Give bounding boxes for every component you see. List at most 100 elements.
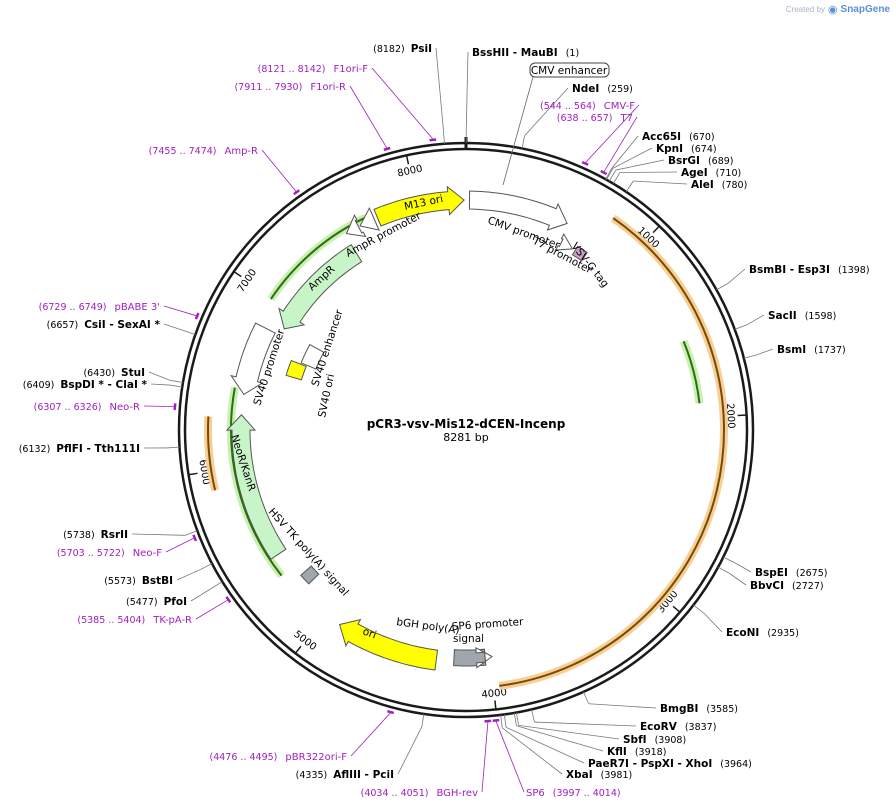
cmv-enhancer-leader [502, 76, 534, 186]
site-tick [743, 354, 757, 359]
site-tick [608, 169, 617, 182]
site-pos: (3918) [635, 747, 667, 758]
site-pos: (1) [566, 48, 579, 59]
primer-mark [581, 160, 589, 166]
primer-name: Amp-R [225, 146, 259, 157]
site-name: PfoI [164, 596, 187, 608]
snapgene-logo-icon: ◉ [827, 4, 838, 16]
site-name: NdeI [572, 83, 599, 95]
site-name: BspDI * - ClaI * [60, 379, 147, 391]
site-tick [716, 283, 729, 291]
primer-leader [603, 116, 638, 172]
site-leader [746, 314, 765, 326]
sp6-promoter-arrow [475, 646, 493, 669]
primer-label: (4476 .. 4495)pBR322ori-F [210, 752, 348, 763]
primer-name: BGH-rev [436, 788, 478, 799]
site-pos: (5738) [63, 530, 95, 541]
primer-mark [387, 709, 395, 715]
primer-range: (7455 .. 7474) [149, 146, 217, 157]
insert-arc [499, 217, 725, 687]
site-pos: (3908) [655, 735, 687, 746]
site-name: BbvCI [750, 580, 784, 592]
primer-name: SP6 [526, 788, 545, 799]
primer-mark [194, 312, 200, 320]
site-label: (4335)AflIII - PciI [296, 769, 394, 781]
site-leader [703, 612, 723, 633]
site-tick [605, 167, 613, 180]
site-name: PaeR7I - PspXI - XhoI [588, 758, 712, 770]
primer-leader [195, 599, 228, 620]
primer-leader [163, 305, 197, 317]
site-tick [606, 168, 614, 180]
ampr-promoter-arrow [345, 214, 367, 238]
site-label: (5738)RsrII [63, 529, 128, 541]
site-label: AleI(780) [691, 179, 747, 191]
site-leader [612, 147, 653, 169]
site-leader [727, 268, 746, 284]
tick-mark [672, 605, 681, 613]
primer-mark [192, 534, 198, 542]
site-pos: (3585) [706, 704, 738, 715]
ori-arrow [338, 618, 439, 671]
site-tick [182, 329, 196, 336]
site-tick [503, 714, 507, 728]
site-leader [518, 724, 620, 740]
site-pos: (4335) [296, 770, 328, 781]
site-name: BsmI [777, 344, 806, 356]
site-label: KflI(3918) [607, 746, 666, 758]
primer: (7455 .. 7474) Amp-R [149, 146, 300, 196]
restriction-site: PaeR7I - PspXI - XhoI(3964) [503, 714, 752, 770]
primer-name: CMV-F [604, 101, 635, 112]
cmv-promoter-arrow [468, 190, 568, 231]
site-tick [625, 180, 634, 193]
site-tick [612, 172, 621, 184]
site-tick [693, 604, 704, 614]
site-name: AgeI [681, 167, 708, 179]
site-tick [717, 566, 730, 574]
plasmid-name: pCR3-vsv-Mis12-dCEN-Incenp [367, 417, 566, 431]
insert-highlight [498, 214, 728, 690]
restriction-site: AleI(780) [625, 179, 747, 193]
primer-range: (8121 .. 8142) [258, 64, 326, 75]
primer-leader [143, 405, 174, 408]
site-leader [516, 725, 604, 752]
site-name: EcoNI [726, 627, 759, 639]
primer-label: (638 .. 657)T7 [557, 113, 633, 124]
site-pos: (5477) [126, 597, 158, 608]
site-leader [588, 703, 657, 709]
restriction-site: AgeI(710) [612, 167, 741, 184]
site-pos: (8182) [373, 44, 405, 55]
site-leader [148, 371, 171, 381]
site-leader [729, 573, 747, 586]
site-label: XbaI(3981) [566, 769, 632, 781]
primer-leader [481, 722, 489, 793]
t7-promoter-arrow [554, 232, 574, 251]
site-tick [184, 530, 198, 536]
tick-label: 4000 [481, 687, 507, 701]
site-pos: (670) [689, 132, 715, 143]
site-pos: (3981) [601, 770, 633, 781]
site-label: (6430)StuI [83, 367, 145, 379]
site-pos: (2727) [792, 581, 824, 592]
site-tick [513, 712, 517, 726]
site-label: SbfI (3908) [623, 734, 686, 746]
restriction-site: (5573)BstBI [104, 563, 213, 587]
primer-leader [349, 85, 388, 149]
site-name: SbfI [623, 734, 647, 746]
tick-mark [494, 700, 497, 710]
primer-mark [225, 596, 232, 604]
site-label: (5477) PfoI [126, 596, 187, 608]
site-leader [734, 562, 752, 573]
primer: SP6(3997 .. 4014) [492, 718, 621, 799]
site-tick [166, 446, 180, 449]
site-label: SacII(1598) [768, 310, 836, 322]
site-label: (6657)CsiI - SexAI * [47, 319, 161, 331]
primer-label: (4034 .. 4051)BGH-rev [361, 788, 478, 799]
site-label: (6409)BspDI * - ClaI * [23, 379, 148, 391]
site-leader [615, 159, 665, 171]
primer-label: SP6(3997 .. 4014) [526, 788, 621, 799]
tick-label: 5000 [291, 629, 318, 653]
site-leader [150, 383, 170, 386]
primer-range: (6729 .. 6749) [39, 302, 107, 313]
primer-name: pBABE 3' [114, 302, 160, 313]
